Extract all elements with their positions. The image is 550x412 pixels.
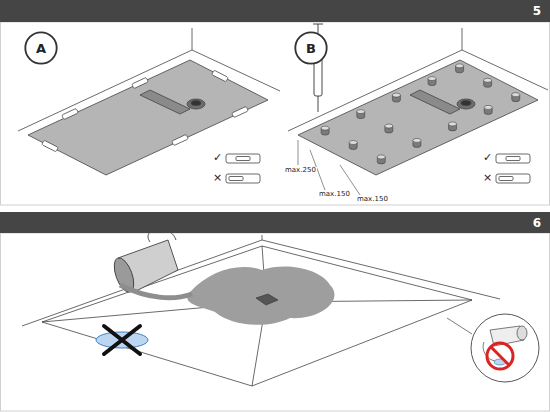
adhesive-spot (357, 110, 365, 119)
adhesive-spots (321, 64, 520, 164)
bucket (110, 229, 192, 298)
detail-inset (447, 314, 539, 382)
adhesive-spot (428, 77, 436, 86)
adhesive-spot (392, 93, 400, 102)
adhesive-spot (377, 155, 385, 164)
adhesive-spot (413, 138, 421, 147)
check-mark: ✓ (213, 152, 222, 163)
panel-letter-text: A (24, 41, 58, 56)
panel-frame (1, 22, 550, 205)
step-header: 6 (0, 212, 550, 233)
panel-frame (1, 233, 550, 411)
step-number: 5 (533, 4, 541, 18)
dimension-label: max.250 (284, 167, 317, 174)
check-mark: ✓ (483, 152, 492, 163)
clip-icons-a (226, 154, 260, 183)
panel-letter-text: B (294, 41, 328, 56)
dimension-label: max.150 (318, 191, 351, 198)
step-header: 5 (0, 0, 550, 22)
adhesive-spot (456, 64, 464, 73)
water-spill (187, 266, 334, 324)
clip-icons-b (496, 154, 530, 183)
cross-mark: × (213, 172, 222, 183)
tray-floor-test (22, 235, 500, 386)
adhesive-spot (484, 105, 492, 114)
drain-grate (256, 294, 278, 305)
adhesive-spot (349, 141, 357, 150)
puddle-not-allowed (96, 326, 148, 354)
step-number: 6 (533, 216, 541, 230)
tray-floor-b (288, 28, 548, 175)
adhesive-spot (512, 93, 520, 102)
cross-mark: × (483, 172, 492, 183)
adhesive-spot (321, 126, 329, 135)
dimension-label: max.150 (356, 196, 389, 203)
panel-letter: B (294, 31, 328, 65)
edge-clips-a (42, 70, 249, 152)
adhesive-spot (385, 124, 393, 133)
adhesive-spot (484, 78, 492, 87)
tray-floor-a (18, 28, 280, 175)
adhesive-spot (449, 122, 457, 131)
panel-letter: A (24, 31, 58, 65)
